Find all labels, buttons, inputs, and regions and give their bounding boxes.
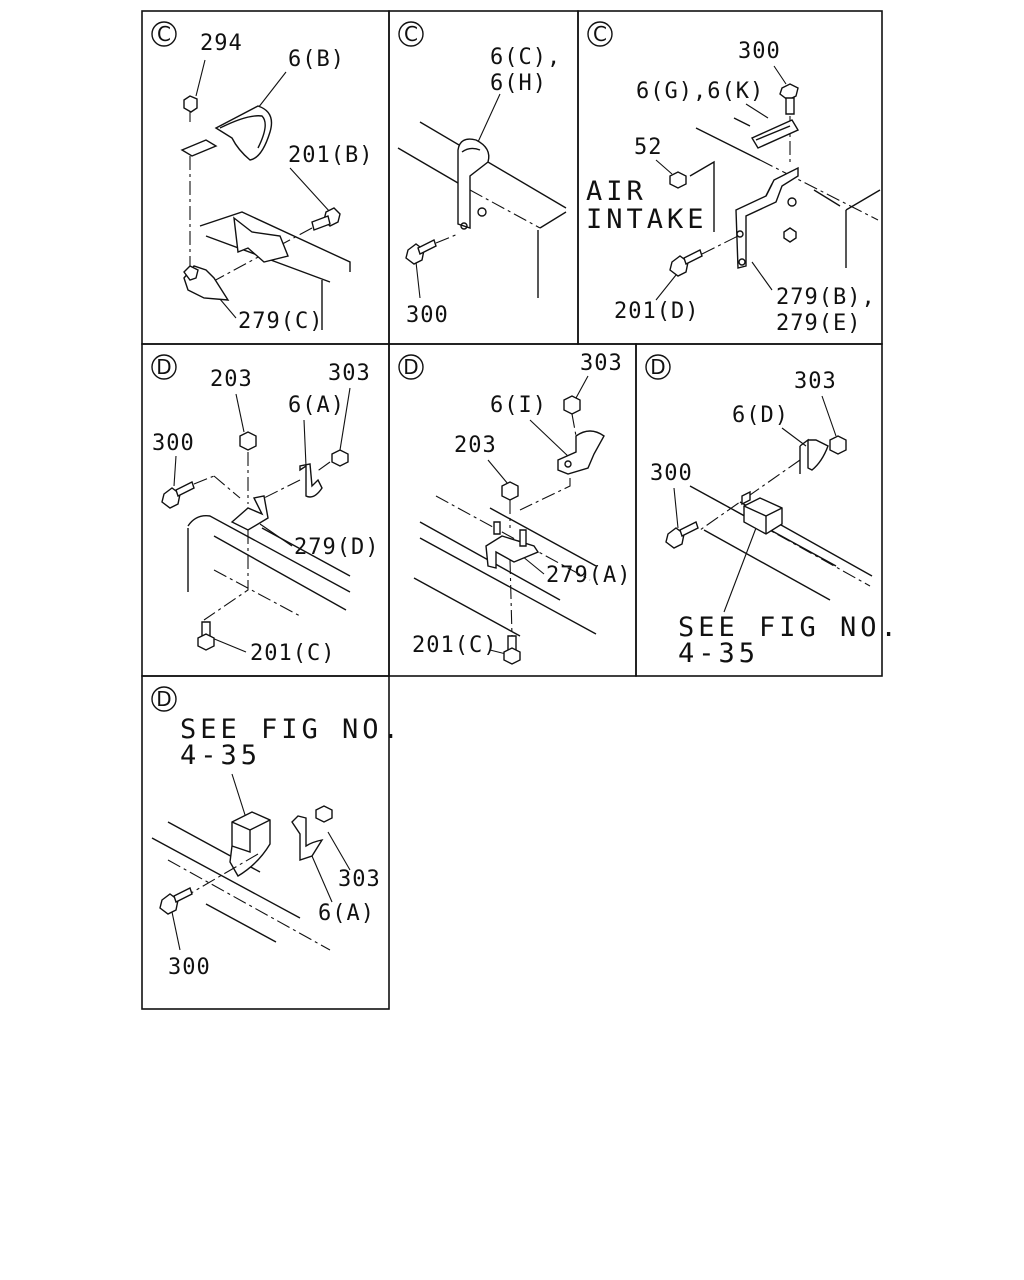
box-module-icon — [741, 490, 783, 535]
panel-4: D 203 303 6(A) 300 279(D) 201(C) — [141, 343, 390, 677]
panel-2: C 6(C), 6(H) 300 — [388, 10, 579, 345]
nut-icon — [669, 171, 687, 189]
panel-7-frame — [141, 675, 390, 1010]
air-intake-label-line-2: INTAKE — [586, 204, 708, 235]
stay-bracket-icon — [735, 166, 799, 269]
panel-1-drawing — [180, 59, 351, 330]
part-label-279d: 279(D) — [294, 535, 379, 560]
see-fig-reference: SEE FIG NO. — [678, 612, 901, 643]
bolt-icon — [197, 621, 215, 651]
section-marker-c: C — [151, 21, 177, 47]
nut-icon — [183, 95, 198, 122]
bracket-icon — [230, 495, 269, 531]
part-label-303: 303 — [794, 369, 837, 394]
part-label-6g-6k: 6(G),6(K) — [636, 79, 764, 104]
fig-number: 4-35 — [180, 740, 261, 771]
bracket-icon — [485, 521, 540, 569]
bolt-icon — [665, 521, 699, 549]
section-letter: C — [593, 22, 607, 46]
part-label-6c: 6(C), — [490, 45, 561, 70]
panel-5-drawing — [413, 375, 605, 665]
section-letter: C — [157, 22, 171, 46]
part-label-300: 300 — [738, 39, 781, 64]
part-label-201c: 201(C) — [412, 633, 497, 658]
part-label-201c: 201(C) — [250, 641, 335, 666]
panel-5: D 303 6(I) 203 279(A) 201(C) — [388, 343, 637, 677]
fig-number: 4-35 — [678, 638, 759, 669]
nut-icon — [563, 395, 581, 415]
section-letter: D — [403, 355, 418, 379]
panel-7-drawing — [151, 773, 351, 951]
part-label-201d: 201(D) — [614, 299, 699, 324]
part-label-303: 303 — [580, 351, 623, 376]
panel-1-frame — [141, 10, 390, 345]
part-label-300: 300 — [168, 955, 211, 980]
part-label-303: 303 — [328, 361, 371, 386]
panel-6: D 303 6(D) 300 SEE FIG NO. 4-35 — [635, 343, 901, 677]
part-label-300: 300 — [650, 461, 693, 486]
part-label-279a: 279(A) — [546, 563, 631, 588]
strap-clamp-icon — [750, 119, 800, 149]
section-marker-d: D — [151, 354, 177, 380]
clip-icon — [291, 815, 324, 861]
panel-4-drawing — [161, 387, 351, 653]
nut-icon — [501, 481, 519, 501]
panel-3-drawing — [655, 65, 881, 301]
part-label-300: 300 — [406, 303, 449, 328]
section-marker-c: C — [587, 21, 613, 47]
section-marker-c: C — [398, 21, 424, 47]
part-label-201b: 201(B) — [288, 143, 373, 168]
bolt-icon — [503, 635, 521, 665]
section-marker-d: D — [151, 686, 177, 712]
section-letter: D — [156, 355, 171, 379]
panel-7: D SEE FIG NO. 4-35 303 6(A) 300 — [141, 675, 403, 1010]
nut-icon — [829, 435, 847, 455]
section-letter: D — [156, 687, 171, 711]
part-label-203: 203 — [454, 433, 497, 458]
nut-icon — [315, 805, 333, 823]
part-label-6h: 6(H) — [490, 71, 547, 96]
part-label-279b: 279(B), — [776, 285, 876, 310]
section-letter: C — [404, 22, 418, 46]
section-marker-d: D — [398, 354, 424, 380]
bolt-icon — [405, 239, 437, 265]
clip-icon — [299, 463, 323, 498]
clamp-band-icon — [180, 105, 273, 161]
bolt-icon — [779, 83, 799, 115]
part-label-300: 300 — [152, 431, 195, 456]
panel-6-drawing — [665, 395, 873, 613]
part-label-6d: 6(D) — [732, 403, 789, 428]
clip-icon — [557, 430, 605, 475]
see-fig-reference: SEE FIG NO. — [180, 714, 403, 745]
part-label-294: 294 — [200, 31, 243, 56]
loop-clamp-icon — [457, 138, 490, 230]
panel-6-frame — [635, 343, 883, 677]
section-letter: D — [650, 355, 665, 379]
panel-1: C 294 6(B) 201(B) 279(C) — [141, 10, 390, 345]
bracket-icon — [183, 265, 230, 301]
nut-icon — [239, 431, 257, 451]
nut-icon — [331, 449, 349, 467]
part-label-6a: 6(A) — [318, 901, 375, 926]
part-label-52: 52 — [634, 135, 663, 160]
bolt-icon — [311, 207, 341, 231]
bolt-icon — [161, 481, 195, 509]
box-module-icon — [229, 811, 271, 877]
part-label-279e: 279(E) — [776, 311, 861, 336]
part-label-6i: 6(I) — [490, 393, 547, 418]
part-label-303: 303 — [338, 867, 381, 892]
air-intake-label-line-1: AIR — [586, 176, 647, 207]
bolt-icon — [669, 249, 703, 277]
part-label-6b: 6(B) — [288, 47, 345, 72]
bolt-icon — [159, 887, 193, 915]
part-label-203: 203 — [210, 367, 253, 392]
panel-2-drawing — [397, 93, 567, 299]
section-marker-d: D — [645, 354, 671, 380]
part-label-6a: 6(A) — [288, 393, 345, 418]
panel-3: C 300 6(G),6(K) 52 AIR INTAKE 201(D) 279… — [577, 10, 883, 345]
part-label-279c: 279(C) — [238, 309, 323, 334]
